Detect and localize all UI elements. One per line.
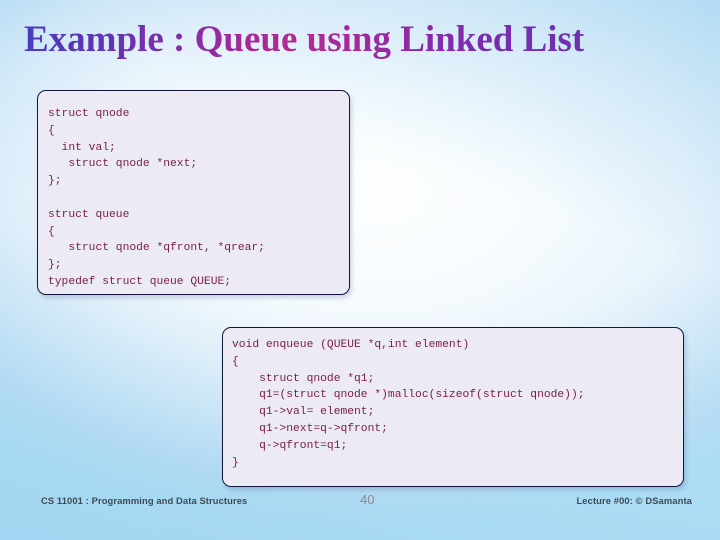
slide-page-number: 40 (360, 492, 375, 507)
code-block-enqueue-function: void enqueue (QUEUE *q,int element) { st… (222, 327, 684, 487)
code-text-enqueue-function: void enqueue (QUEUE *q,int element) { st… (232, 339, 585, 469)
code-text-struct-definitions: struct qnode { int val; struct qnode *ne… (48, 108, 265, 288)
footer-course-label: CS 11001 : Programming and Data Structur… (41, 495, 248, 506)
page-title: Example : Queue using Linked List (24, 18, 696, 62)
slide-footer: CS 11001 : Programming and Data Structur… (0, 491, 720, 513)
footer-lecture-label: Lecture #00: © DSamanta (576, 495, 692, 506)
code-block-struct-definitions: struct qnode { int val; struct qnode *ne… (37, 90, 350, 295)
